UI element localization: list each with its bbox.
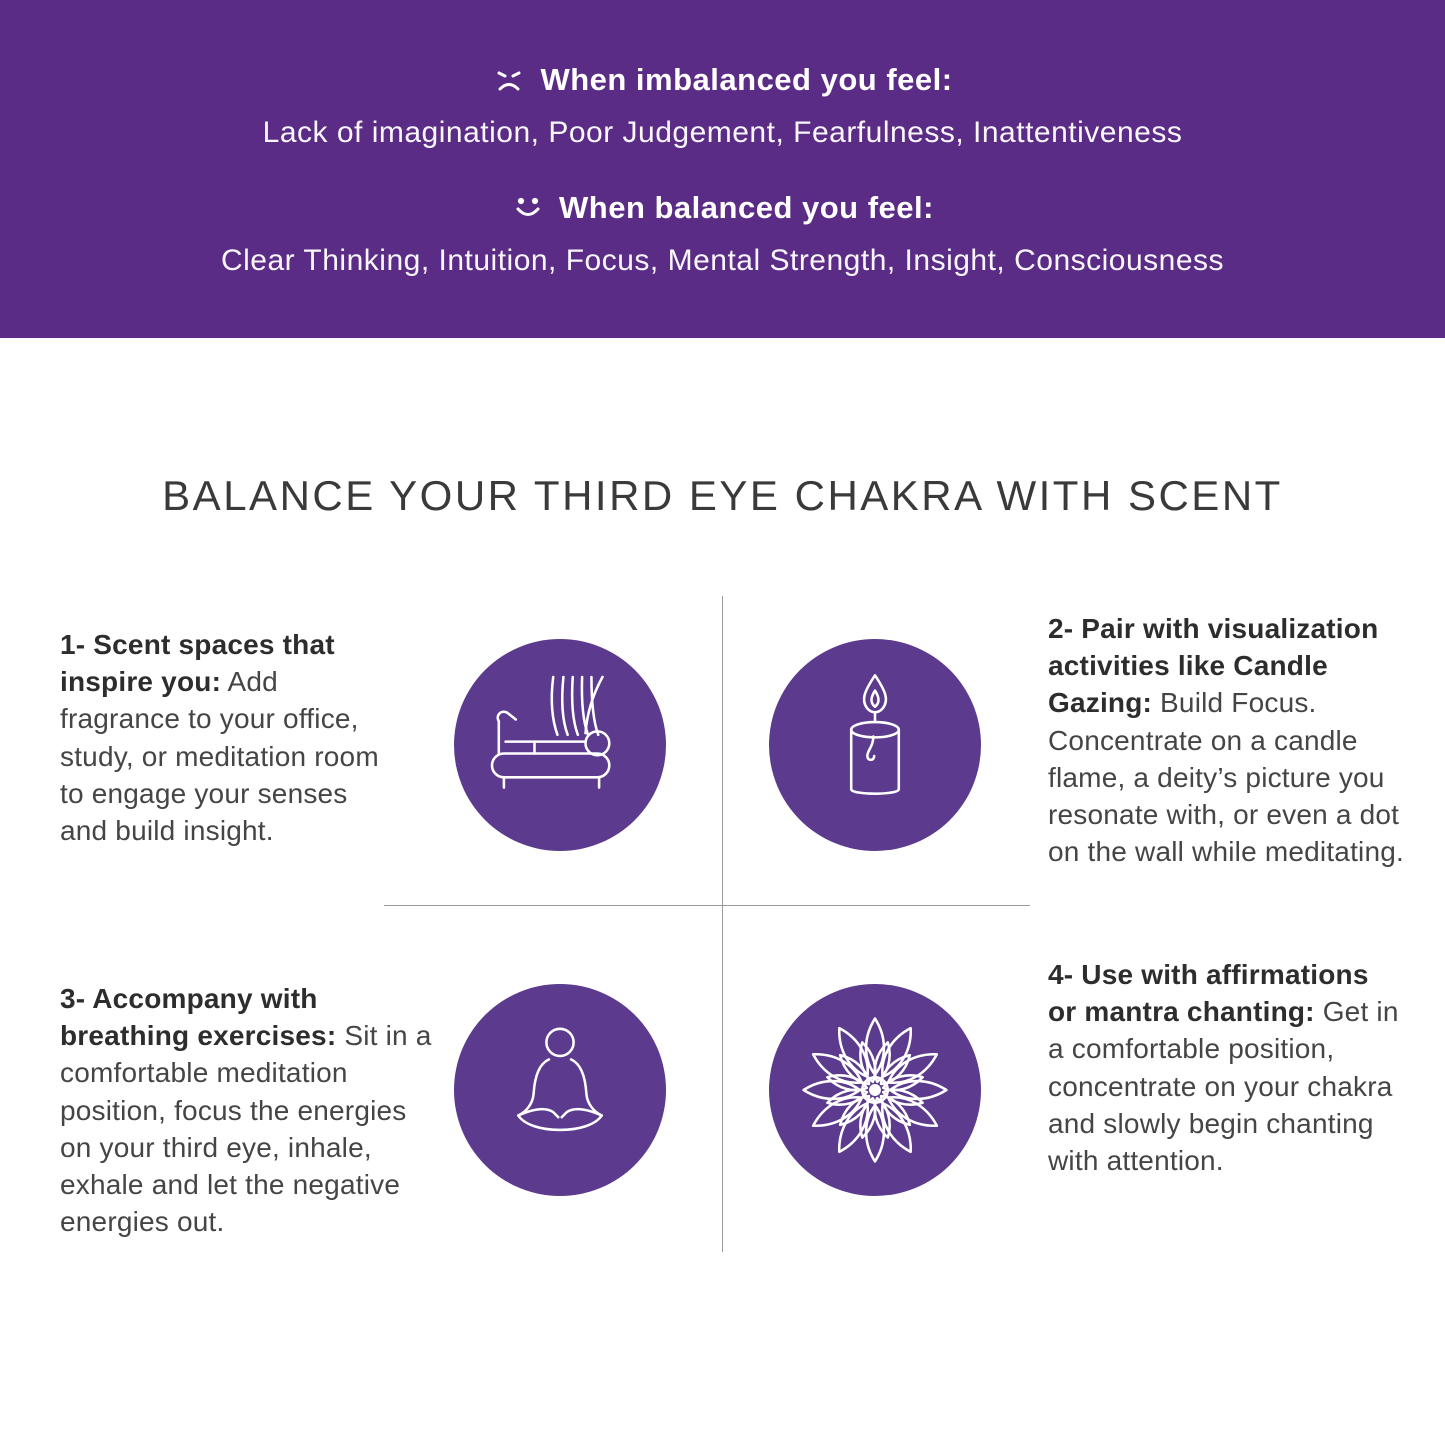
imbalanced-heading: When imbalanced you feel: <box>540 62 953 97</box>
page-title: BALANCE YOUR THIRD EYE CHAKRA WITH SCENT <box>162 472 1283 519</box>
tip-1-circle <box>454 639 666 851</box>
horizontal-divider <box>384 905 1030 906</box>
tip-3-text: 3- Accompany with breathing exercises: S… <box>60 980 438 1241</box>
tip-1-lead: 1- Scent spaces that inspire you: <box>60 629 335 698</box>
balanced-heading: When balanced you feel: <box>559 190 934 225</box>
tip-3-circle <box>454 984 666 1196</box>
tip-1-body: Add fragrance to your office, study, or … <box>60 666 379 847</box>
tip-3-body: Sit in a comfortable meditation position… <box>60 1020 432 1238</box>
tip-4-circle <box>769 984 981 1196</box>
balanced-heading-row: When balanced you feel: <box>0 190 1445 226</box>
tip-4-lead: 4- Use with affirmations or mantra chant… <box>1048 959 1369 1028</box>
tip-2-circle <box>769 639 981 851</box>
smile-face-icon <box>511 191 545 225</box>
meditation-pose-icon <box>517 1027 603 1132</box>
tip-4-text: 4- Use with affirmations or mantra chant… <box>1048 956 1404 1179</box>
vertical-divider <box>722 596 723 1252</box>
balanced-text: Clear Thinking, Intuition, Focus, Mental… <box>220 244 1225 277</box>
tip-2-body: Build Focus. Concentrate on a candle fla… <box>1048 687 1404 868</box>
tip-4-body: Get in a comfortable position, concentra… <box>1048 996 1399 1177</box>
tip-3-lead: 3- Accompany with breathing exercises: <box>60 983 337 1052</box>
sofa-curtain-icon <box>490 675 611 789</box>
imbalanced-heading-row: When imbalanced you feel: <box>0 62 1445 98</box>
imbalanced-text: Lack of imagination, Poor Judgement, Fea… <box>262 116 1183 149</box>
sad-face-icon <box>492 63 526 97</box>
candle-icon <box>849 674 901 795</box>
tip-2-lead: 2- Pair with visualization activities li… <box>1048 613 1379 719</box>
tip-2-text: 2- Pair with visualization activities li… <box>1048 610 1404 871</box>
banner: When imbalanced you feel: Lack of imagin… <box>0 0 1445 338</box>
lotus-mandala-icon <box>802 1017 948 1163</box>
tip-1-text: 1- Scent spaces that inspire you: Add fr… <box>60 626 400 849</box>
